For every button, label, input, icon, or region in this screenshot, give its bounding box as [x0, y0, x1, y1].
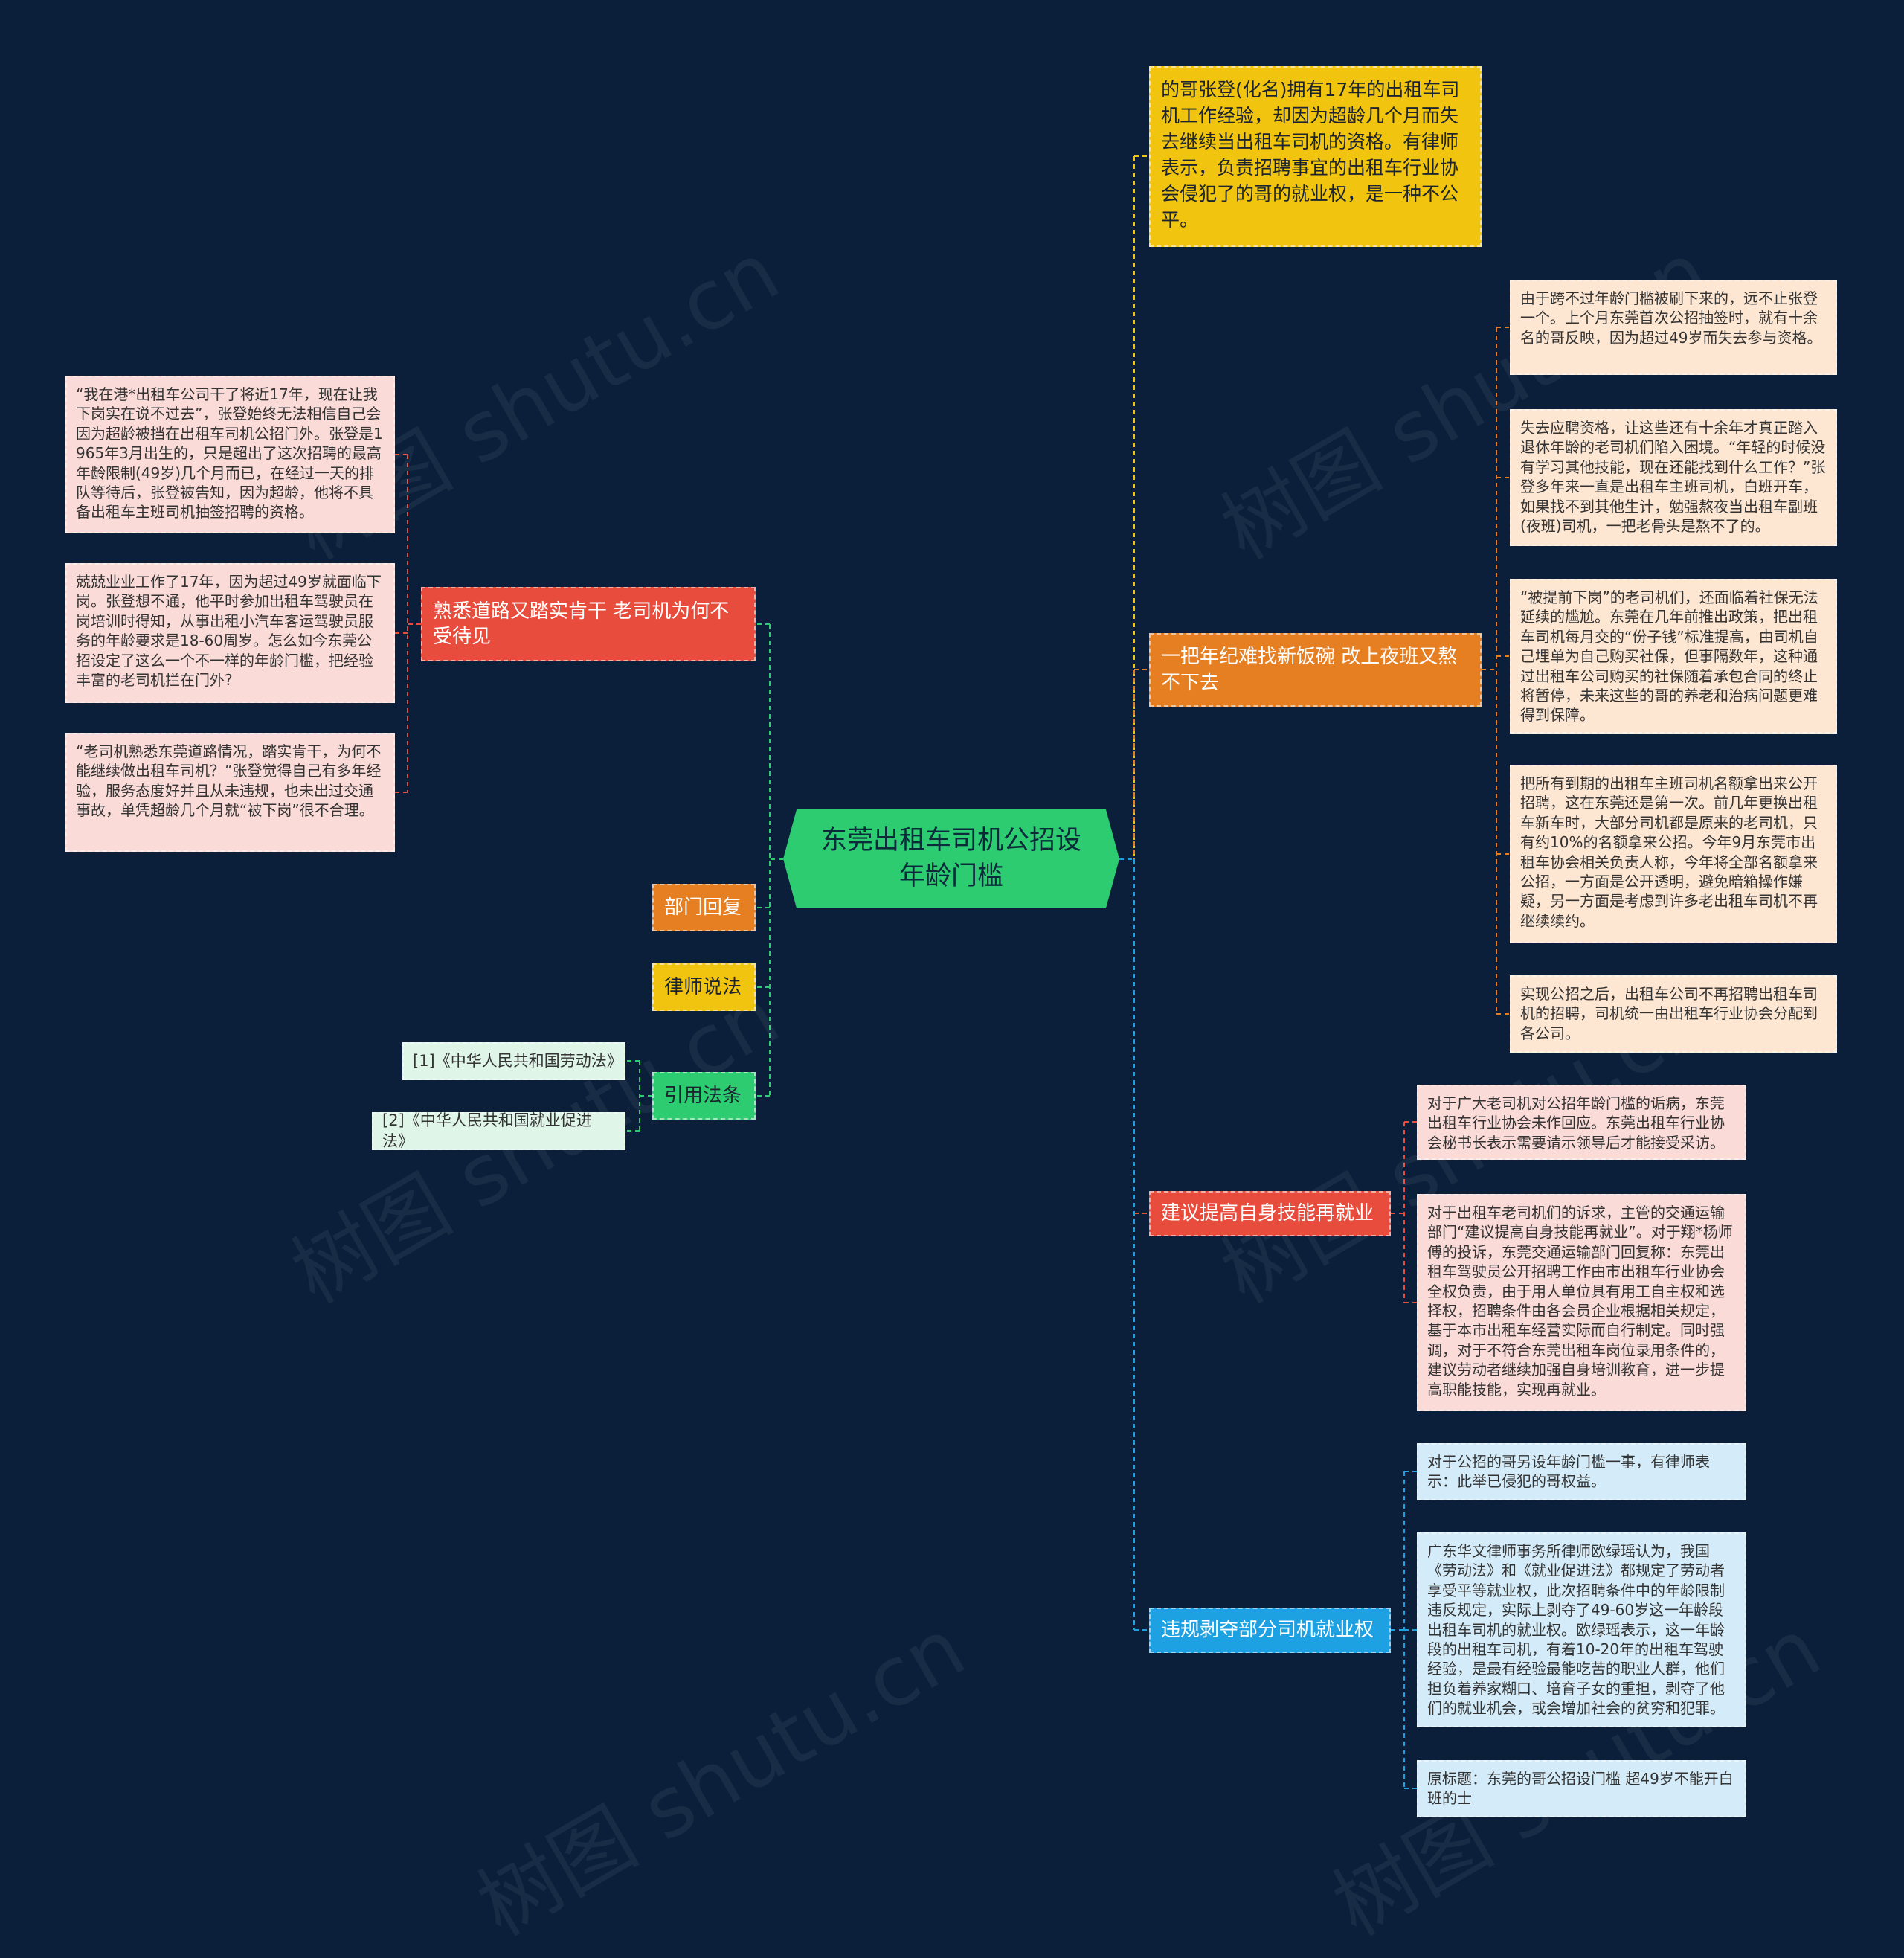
intro-node[interactable]: 的哥张登(化名)拥有17年的出租车司机工作经验，却因为超龄几个月而失去继续当出租… [1149, 66, 1482, 247]
leaf-labor-law[interactable]: [1]《中华人民共和国劳动法》 [402, 1042, 625, 1080]
leaf-age-requirement-confusion[interactable]: 兢兢业业工作了17年，因为超过49岁就面临下岗。张登想不通，他平时参加出租车驾驶… [65, 563, 395, 703]
branch-lawyer-opinion[interactable]: 律师说法 [652, 963, 756, 1011]
leaf-assignment-by-association[interactable]: 实现公招之后，出租车公司不再招聘出租车司机的招聘，司机统一由出租车行业协会分配到… [1510, 975, 1837, 1053]
leaf-employment-promotion-law[interactable]: [2]《中华人民共和国就业促进法》 [372, 1111, 625, 1150]
leaf-drivers-difficulty[interactable]: 失去应聘资格，让这些还有十余年才真正踏入退休年龄的老司机们陷入困境。“年轻的时候… [1510, 409, 1837, 546]
branch-cited-laws[interactable]: 引用法条 [652, 1072, 756, 1120]
central-topic[interactable]: 东莞出租车司机公招设年龄门槛 [783, 809, 1119, 908]
leaf-transport-department-reply[interactable]: 对于出租车老司机们的诉求，主管的交通运输部门“建议提高自身技能再就业”。对于翔*… [1417, 1194, 1746, 1411]
leaf-zhang-deng-story[interactable]: “我在港*出租车公司干了将近17年，现在让我下岗实在说不过去”，张登始终无法相信… [65, 376, 395, 533]
leaf-public-recruitment[interactable]: 把所有到期的出租车主班司机名额拿出来公开招聘，这在东莞还是第一次。前几年更换出租… [1510, 765, 1837, 943]
leaf-age-threshold-report[interactable]: 由于跨不过年龄门槛被刷下来的，远不止张登一个。上个月东莞首次公招抽签时，就有十余… [1510, 280, 1837, 375]
leaf-driver-experience[interactable]: “老司机熟悉东莞道路情况，踏实肯干，为何不能继续做出租车司机？”张登觉得自己有多… [65, 733, 395, 852]
leaf-social-insurance[interactable]: “被提前下岗”的老司机们，还面临着社保无法延续的尴尬。东莞在几年前推出政策，把出… [1510, 579, 1837, 734]
branch-old-driver-hardship[interactable]: 一把年纪难找新饭碗 改上夜班又熬不下去 [1149, 633, 1482, 707]
branch-experienced-drivers[interactable]: 熟悉道路又踏实肯干 老司机为何不受待见 [421, 587, 756, 661]
leaf-original-title[interactable]: 原标题：东莞的哥公招设门槛 超49岁不能开白班的士 [1417, 1760, 1746, 1817]
branch-improve-skills[interactable]: 建议提高自身技能再就业 [1149, 1191, 1391, 1236]
leaf-lawyer-statement[interactable]: 对于公招的哥另设年龄门槛一事，有律师表示：此举已侵犯的哥权益。 [1417, 1443, 1746, 1500]
branch-employment-rights[interactable]: 违规剥夺部分司机就业权 [1149, 1608, 1391, 1653]
branch-department-reply[interactable]: 部门回复 [652, 884, 756, 931]
connector-lines [395, 155, 1510, 1789]
leaf-association-no-response[interactable]: 对于广大老司机对公招年龄门槛的诟病，东莞出租车行业协会未作回应。东莞出租车行业协… [1417, 1085, 1746, 1160]
mindmap-canvas: 树图 shutu.cn 树图 shutu.cn 树图 shutu.cn 树图 s… [65, 66, 1837, 1954]
leaf-lawyer-analysis[interactable]: 广东华文律师事务所律师欧绿瑶认为，我国《劳动法》和《就业促进法》都规定了劳动者享… [1417, 1532, 1746, 1727]
